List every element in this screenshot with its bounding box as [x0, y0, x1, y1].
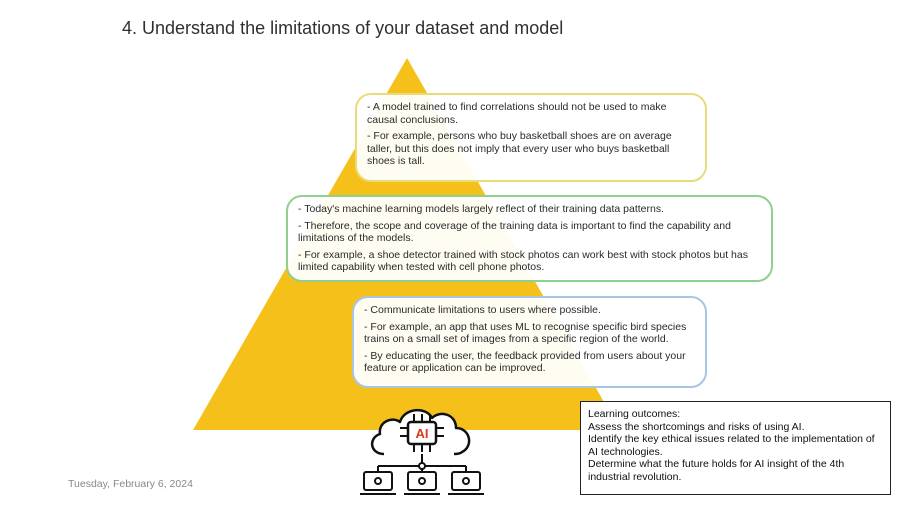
- learning-outcome-item: Assess the shortcomings and risks of usi…: [588, 420, 805, 433]
- bottom-callout-line: - For example, an app that uses ML to re…: [364, 320, 687, 346]
- bottom-callout-line: - By educating the user, the feedback pr…: [364, 349, 686, 375]
- slide-date: Tuesday, February 6, 2024: [68, 478, 193, 490]
- learning-outcomes-box: Learning outcomes: Assess the shortcomin…: [580, 401, 891, 495]
- middle-callout-line: - For example, a shoe detector trained w…: [298, 248, 748, 274]
- laptop-icon: [448, 471, 484, 495]
- bottom-callout-box: - Communicate limitations to users where…: [352, 296, 707, 388]
- top-callout-box: - A model trained to find correlations s…: [355, 93, 707, 182]
- chip-body: [406, 420, 438, 446]
- middle-callout-line: - Therefore, the scope and coverage of t…: [298, 219, 731, 245]
- learning-outcome-item: Determine what the future holds for AI i…: [588, 458, 845, 483]
- ai-chip-label: AI: [416, 426, 429, 441]
- middle-callout-box: - Today's machine learning models largel…: [286, 195, 773, 282]
- middle-callout-line: - Today's machine learning models largel…: [298, 203, 665, 215]
- top-callout-line: - A model trained to find correlations s…: [367, 101, 667, 126]
- learning-outcome-item: Identify the key ethical issues related …: [588, 433, 875, 458]
- learning-outcomes-heading: Learning outcomes:: [588, 408, 681, 420]
- top-callout-line: - For example, persons who buy basketbal…: [367, 130, 672, 167]
- laptop-icon: [360, 471, 396, 495]
- bottom-callout-line: - Communicate limitations to users where…: [364, 304, 601, 316]
- ai-cloud-network-icon: AI: [360, 409, 484, 495]
- laptop-icon: [404, 471, 440, 495]
- slide-title: 4. Understand the limitations of your da…: [122, 18, 564, 38]
